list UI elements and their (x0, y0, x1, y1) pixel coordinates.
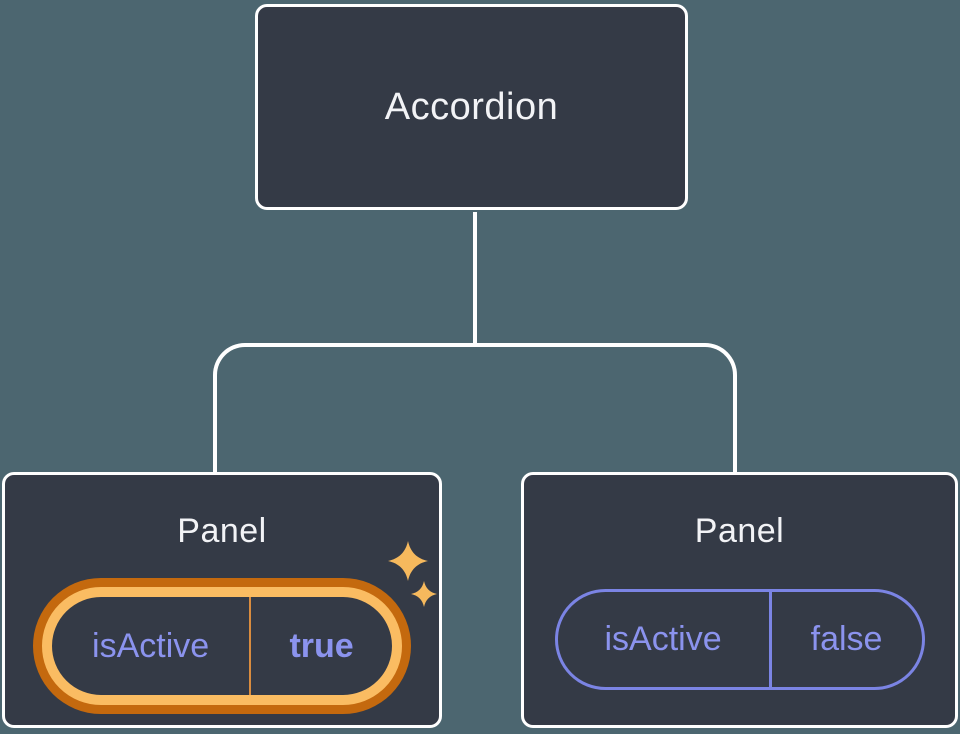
state-prop-name: isActive (604, 620, 722, 658)
connector-bracket-line (213, 343, 737, 472)
state-pill-active: isActive true (42, 587, 402, 705)
state-prop-value: false (810, 620, 883, 658)
panel-node-label: Panel (177, 512, 267, 550)
pill-divider (768, 592, 772, 687)
accordion-node-label: Accordion (384, 85, 559, 128)
sparkle-icon (388, 541, 428, 581)
state-prop-value: true (289, 626, 354, 665)
connector-stem-line (473, 212, 477, 345)
panel-node-inactive: Panel isActive false (521, 472, 958, 728)
panel-node-active: Panel isActive true (2, 472, 442, 728)
state-prop-name: isActive (92, 626, 210, 665)
pill-divider (249, 597, 252, 695)
accordion-node: Accordion (255, 4, 688, 210)
sparkle-icon (411, 581, 437, 607)
state-pill-inactive: isActive false (554, 589, 925, 690)
panel-node-label: Panel (694, 512, 785, 550)
